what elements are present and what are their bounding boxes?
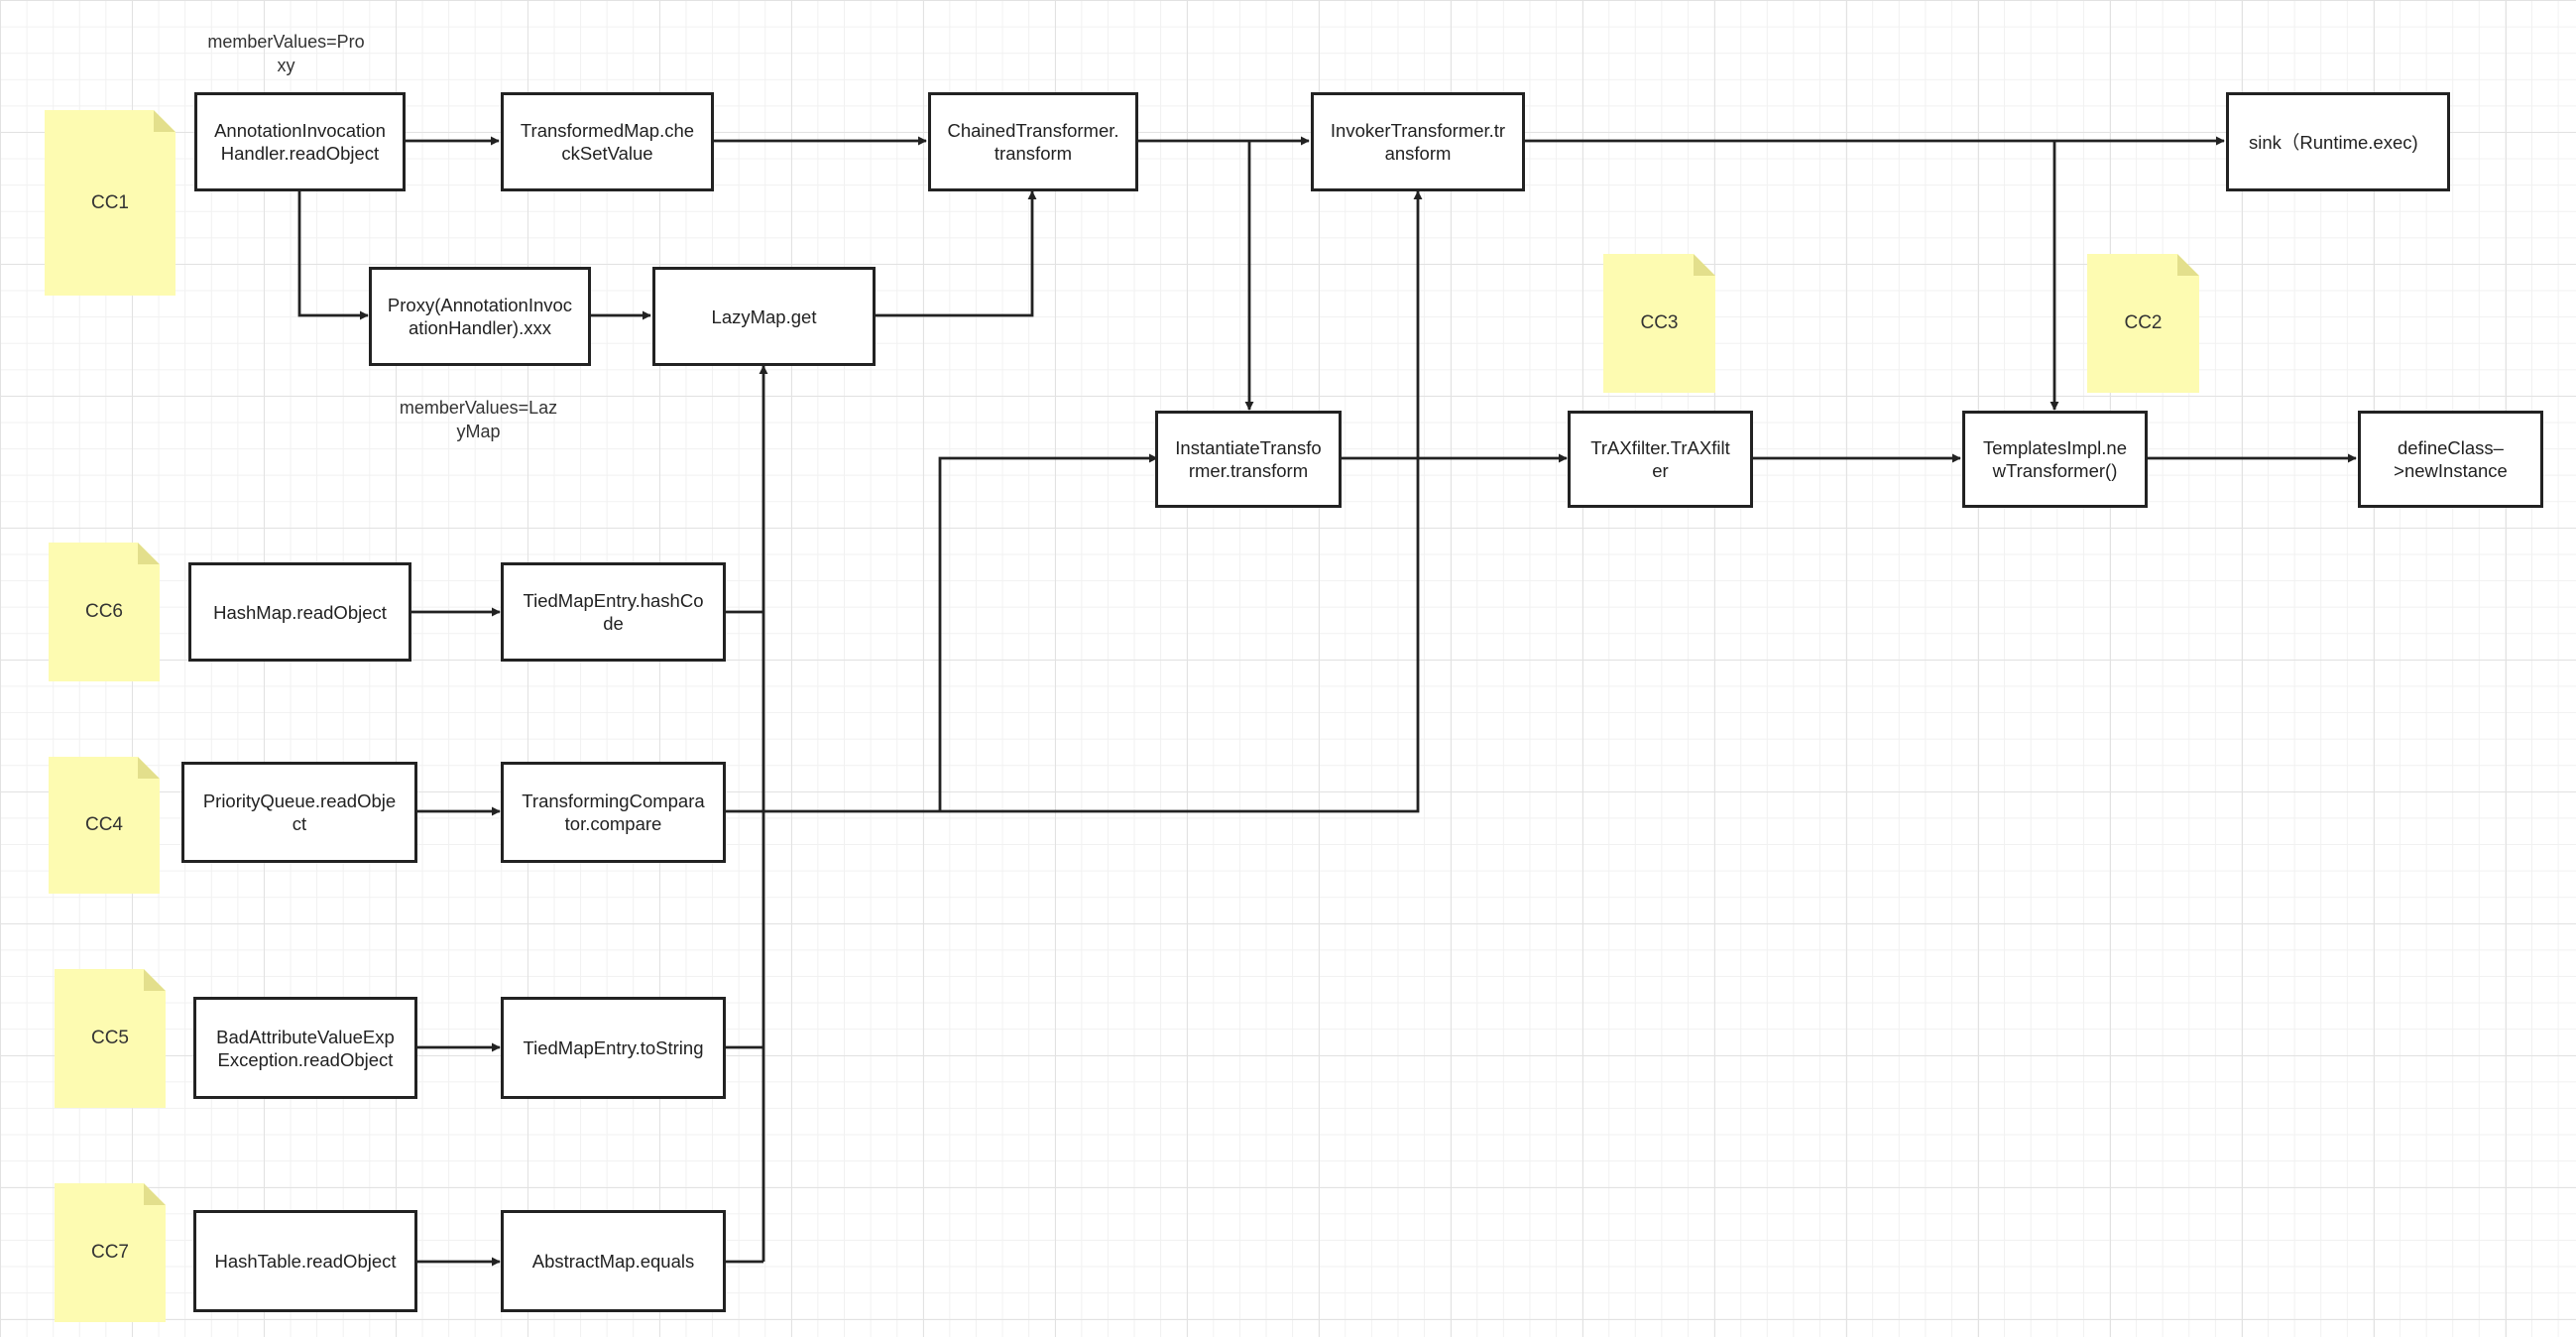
note-cc1-label: CC1 (90, 191, 129, 213)
node-label: ChainedTransformer. transform (947, 120, 1119, 164)
node-lazymap-get[interactable]: LazyMap.get (652, 267, 876, 366)
node-hashtable-readobject[interactable]: HashTable.readObject (193, 1210, 417, 1312)
edge-lazymap-to-chained (874, 190, 1037, 317)
node-templatesimpl-newtransformer[interactable]: TemplatesImpl.ne wTransformer() (1962, 411, 2148, 508)
node-annotation-invocation-handler-readobject[interactable]: AnnotationInvocation Handler.readObject (194, 92, 406, 191)
note-cc7-label: CC7 (90, 1242, 129, 1263)
edge-comparator-to-invoker (725, 190, 1423, 813)
node-label: InvokerTransformer.tr ansform (1330, 120, 1506, 164)
node-label: TiedMapEntry.toString (523, 1037, 704, 1058)
node-label: TransformingCompara tor.compare (522, 790, 705, 834)
node-defineclass-newinstance[interactable]: defineClass– >newInstance (2358, 411, 2543, 508)
edge-comparator-to-instantiate (938, 453, 1158, 811)
note-cc4: CC4 (49, 757, 160, 894)
node-label: InstantiateTransfo rmer.transform (1175, 437, 1322, 481)
member-values-lazymap-label: memberValues=Laz yMap (399, 398, 558, 441)
node-label: PriorityQueue.readObje ct (202, 790, 397, 834)
node-label: AbstractMap.equals (531, 1251, 695, 1272)
node-tiedmapentry-tostring[interactable]: TiedMapEntry.toString (501, 997, 726, 1099)
node-invoker-transformer-transform[interactable]: InvokerTransformer.tr ansform (1311, 92, 1525, 191)
node-label: TiedMapEntry.hashCo de (523, 590, 704, 634)
node-tiedmapentry-hashcode[interactable]: TiedMapEntry.hashCo de (501, 562, 726, 662)
note-cc7: CC7 (55, 1183, 166, 1322)
node-abstractmap-equals[interactable]: AbstractMap.equals (501, 1210, 726, 1312)
note-cc4-label: CC4 (84, 814, 123, 835)
node-label: HashTable.readObject (214, 1251, 397, 1272)
note-cc3: CC3 (1603, 254, 1715, 393)
member-values-proxy-label: memberValues=Pro xy (207, 32, 365, 75)
node-hashmap-readobject[interactable]: HashMap.readObject (188, 562, 411, 662)
node-label: HashMap.readObject (213, 601, 387, 623)
node-transformingcomparator-compare[interactable]: TransformingCompara tor.compare (501, 762, 726, 863)
node-label: LazyMap.get (711, 305, 817, 327)
note-cc2: CC2 (2087, 254, 2199, 393)
edge-annotation-to-proxy (297, 191, 369, 320)
node-badattributevalueexpexception-readobject[interactable]: BadAttributeValueExp Exception.readObjec… (193, 997, 417, 1099)
node-label: TemplatesImpl.ne wTransformer() (1983, 437, 2127, 481)
node-chained-transformer-transform[interactable]: ChainedTransformer. transform (928, 92, 1138, 191)
node-transformedmap-checksetvalue[interactable]: TransformedMap.che ckSetValue (501, 92, 714, 191)
node-label: TrAXfilter.TrAXfilt er (1590, 437, 1730, 481)
node-label: sink（Runtime.exec) (2249, 131, 2418, 153)
node-label: TransformedMap.che ckSetValue (520, 120, 695, 164)
node-sink-runtime-exec[interactable]: sink（Runtime.exec) (2226, 92, 2450, 191)
node-label: BadAttributeValueExp Exception.readObjec… (216, 1026, 395, 1070)
node-priorityqueue-readobject[interactable]: PriorityQueue.readObje ct (181, 762, 417, 863)
node-label: AnnotationInvocation Handler.readObject (214, 120, 386, 164)
note-cc6: CC6 (49, 543, 160, 681)
node-label: Proxy(AnnotationInvoc ationHandler).xxx (387, 295, 573, 338)
node-label: defineClass– >newInstance (2394, 437, 2508, 481)
note-cc5: CC5 (55, 969, 166, 1108)
note-cc5-label: CC5 (90, 1028, 129, 1048)
note-cc3-label: CC3 (1640, 312, 1679, 333)
note-cc1: CC1 (45, 110, 176, 296)
node-traxfilter[interactable]: TrAXfilter.TrAXfilt er (1568, 411, 1753, 508)
note-cc6-label: CC6 (84, 601, 123, 622)
node-proxy-annotation-invocation-handler[interactable]: Proxy(AnnotationInvoc ationHandler).xxx (369, 267, 591, 366)
node-instantiate-transformer-transform[interactable]: InstantiateTransfo rmer.transform (1155, 411, 1342, 508)
note-cc2-label: CC2 (2124, 312, 2163, 333)
